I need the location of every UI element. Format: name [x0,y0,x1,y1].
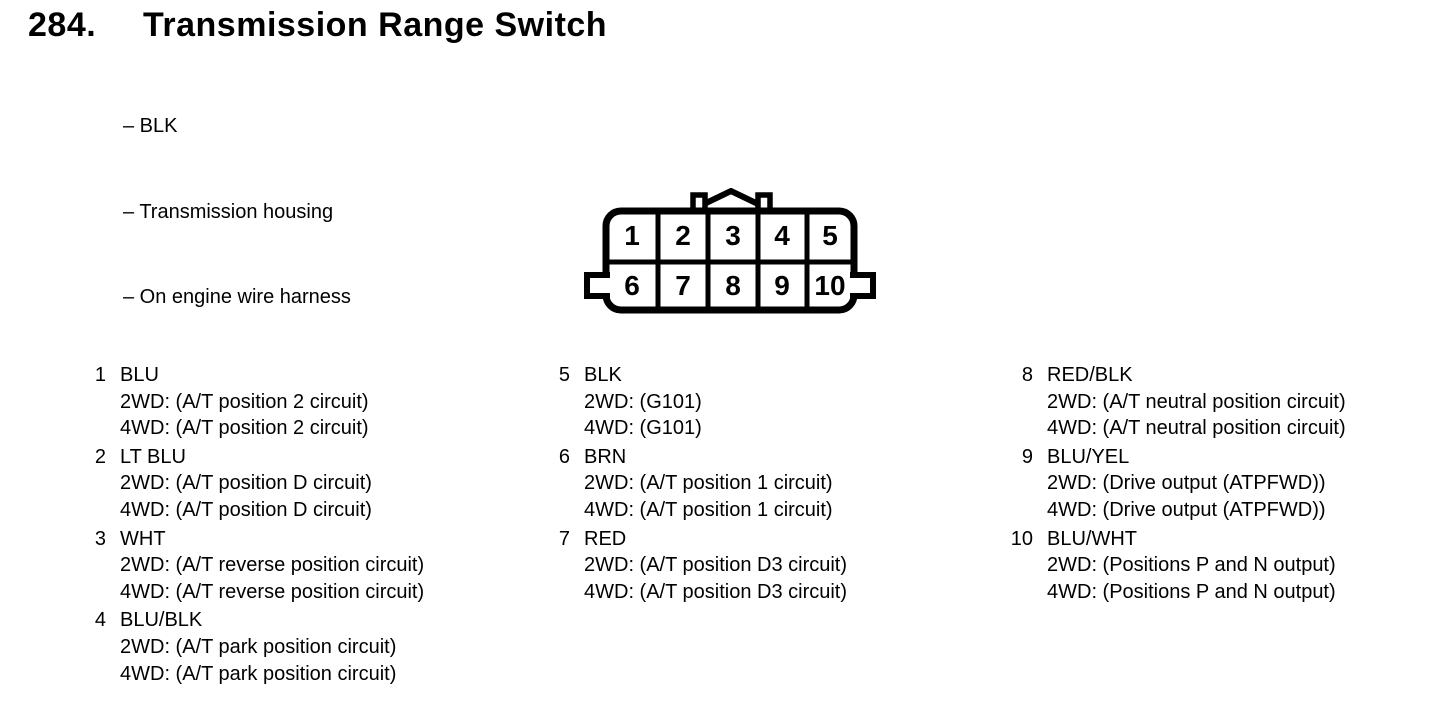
pin-list-column-1: 1 BLU 2WD: (A/T position 2 circuit) 4WD:… [78,362,424,689]
pin-info: LT BLU 2WD: (A/T position D circuit) 4WD… [120,444,372,524]
connector-pin-3: 3 [725,220,741,251]
pin-wire-color: BLK [584,364,622,386]
pin-number: 1 [94,364,106,386]
pin-list-column-3: 8 RED/BLK 2WD: (A/T neutral position cir… [1005,362,1346,607]
connector-pin-8: 8 [725,270,741,301]
pin-group-5: 5 BLK 2WD: (G101) 4WD: (G101) [542,362,847,442]
pin-wire-color: RED/BLK [1047,364,1133,386]
attribute-wire-color: – BLK [123,115,178,137]
pin-group-3: 3 WHT 2WD: (A/T reverse position circuit… [78,526,424,606]
pin-detail-4wd: 4WD: (A/T position 1 circuit) [584,498,833,521]
pin-detail-2wd: 2WD: (A/T position D3 circuit) [584,554,848,577]
attribute-harness: – On engine wire harness [123,286,351,308]
connector-guide-tab-left [584,272,610,299]
pin-number: 8 [1021,364,1033,386]
pin-wire-color: BLU/YEL [1047,445,1130,468]
connector-pin-6: 6 [624,270,640,301]
pin-group-9: 9 BLU/YEL 2WD: (Drive output (ATPFWD)) 4… [1005,444,1346,524]
pin-number: 2 [94,445,106,468]
pin-group-1: 1 BLU 2WD: (A/T position 2 circuit) 4WD:… [78,362,424,442]
page-title: Transmission Range Switch [143,6,608,44]
connector-pin-7: 7 [675,270,691,301]
connector-pin-9: 9 [774,270,790,301]
pin-detail-4wd: 4WD: (A/T position 2 circuit) [120,417,369,440]
pin-info: BLU/WHT 2WD: (Positions P and N output) … [1047,526,1336,606]
pin-detail-2wd: 2WD: (A/T park position circuit) [120,635,397,658]
connector-pin-10: 10 [814,270,845,301]
pin-group-2: 2 LT BLU 2WD: (A/T position D circuit) 4… [78,444,424,524]
pin-detail-4wd: 4WD: (A/T position D3 circuit) [584,580,848,603]
pin-group-10: 10 BLU/WHT 2WD: (Positions P and N outpu… [1005,526,1346,606]
pin-info: RED/BLK 2WD: (A/T neutral position circu… [1047,362,1346,442]
pin-wire-color: RED [584,527,627,550]
pin-number: 7 [558,527,570,550]
pin-info: WHT 2WD: (A/T reverse position circuit) … [120,526,424,606]
pin-info: BLK 2WD: (G101) 4WD: (G101) [584,362,702,442]
pin-detail-4wd: 4WD: (A/T neutral position circuit) [1047,417,1346,440]
pin-detail-2wd: 2WD: (A/T position D circuit) [120,472,372,495]
pin-detail-4wd: 4WD: (G101) [584,417,702,440]
pin-detail-4wd: 4WD: (A/T position D circuit) [120,498,372,521]
pin-wire-color: WHT [120,527,166,550]
pin-number: 9 [1021,445,1033,468]
connector-latch-chevron-icon [702,188,760,207]
pin-wire-color: BRN [584,445,627,468]
connector-pin-5: 5 [822,220,838,251]
pin-info: BLU/YEL 2WD: (Drive output (ATPFWD)) 4WD… [1047,444,1326,524]
connector-cell-grid [606,211,854,310]
pin-info: BLU/BLK 2WD: (A/T park position circuit)… [120,607,396,687]
pin-group-8: 8 RED/BLK 2WD: (A/T neutral position cir… [1005,362,1346,442]
pin-wire-color: LT BLU [120,445,186,468]
pin-detail-2wd: 2WD: (A/T position 1 circuit) [584,472,833,495]
pin-group-7: 7 RED 2WD: (A/T position D3 circuit) 4WD… [542,526,847,606]
pin-detail-4wd: 4WD: (A/T park position circuit) [120,662,397,685]
pin-detail-2wd: 2WD: (Drive output (ATPFWD)) [1047,472,1326,495]
pin-number: 10 [1010,527,1033,550]
pin-wire-color: BLU/BLK [120,609,203,632]
pin-wire-color: BLU [120,364,159,386]
pin-info: BRN 2WD: (A/T position 1 circuit) 4WD: (… [584,444,833,524]
connector-pin-2: 2 [675,220,691,251]
connector-pin-4: 4 [774,220,790,251]
pin-number: 5 [558,364,570,386]
pin-group-4: 4 BLU/BLK 2WD: (A/T park position circui… [78,607,424,687]
pin-info: BLU 2WD: (A/T position 2 circuit) 4WD: (… [120,362,369,442]
connector-guide-tab-right [850,272,876,299]
section-number: 284. [28,6,97,44]
pin-detail-2wd: 2WD: (Positions P and N output) [1047,554,1336,577]
pin-number: 4 [94,609,106,632]
pin-detail-4wd: 4WD: (Positions P and N output) [1047,580,1336,603]
pin-detail-2wd: 2WD: (A/T neutral position circuit) [1047,390,1346,413]
pin-info: RED 2WD: (A/T position D3 circuit) 4WD: … [584,526,847,606]
page-header: 284. Transmission Range Switch [28,6,607,45]
pin-wire-color: BLU/WHT [1047,527,1137,550]
pin-detail-4wd: 4WD: (A/T reverse position circuit) [120,580,425,603]
pin-number: 6 [558,445,570,468]
pin-detail-2wd: 2WD: (A/T reverse position circuit) [120,554,425,577]
pin-group-6: 6 BRN 2WD: (A/T position 1 circuit) 4WD:… [542,444,847,524]
connector-lock-tab-right-icon [755,192,773,209]
pin-detail-4wd: 4WD: (Drive output (ATPFWD)) [1047,498,1326,521]
connector-pin-1: 1 [624,220,640,251]
attribute-location: – Transmission housing [123,200,334,223]
pin-number: 3 [94,527,106,550]
connector-attributes: – BLK – Transmission housing – On engine… [123,55,351,340]
pin-detail-2wd: 2WD: (A/T position 2 circuit) [120,390,369,413]
pin-detail-2wd: 2WD: (G101) [584,390,702,413]
pin-list-column-2: 5 BLK 2WD: (G101) 4WD: (G101) 6 BRN 2WD:… [542,362,847,607]
connector-diagram: 1 2 3 4 5 6 7 8 9 10 [584,188,876,314]
